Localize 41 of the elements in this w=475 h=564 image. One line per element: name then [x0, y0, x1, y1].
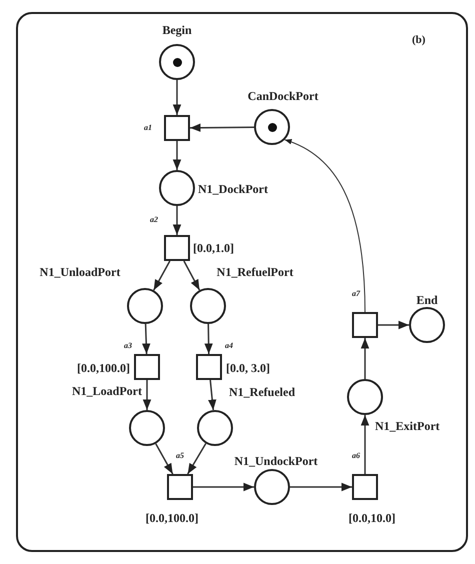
time-interval: [0.0,1.0] [193, 242, 234, 254]
time-interval: [0.0,100.0] [77, 362, 130, 374]
arc-arrow [155, 443, 174, 474]
place-label: N1_LoadPort [72, 385, 142, 397]
place-label: N1_UnloadPort [40, 266, 120, 278]
time-interval: [0.0, 3.0] [226, 362, 270, 374]
arc-arrow [187, 443, 206, 474]
place-label: N1_UndockPort [234, 455, 318, 467]
transition-label: a1 [144, 124, 152, 132]
transition-label: a6 [352, 452, 360, 460]
arc-arrow [208, 380, 216, 410]
arc-arrow [153, 260, 170, 291]
place-label: N1_DockPort [198, 183, 268, 195]
transition-label: a4 [225, 342, 233, 350]
transition-label: a3 [124, 342, 132, 350]
place-label: CanDockPort [248, 90, 318, 102]
place-label: N1_Refueled [229, 386, 295, 398]
arc-arrow [378, 320, 409, 330]
arc-arrow [172, 206, 182, 235]
arc-arrow [284, 139, 366, 312]
arc-arrow [142, 324, 150, 354]
place-label: End [416, 294, 438, 306]
time-interval: [0.0,10.0] [348, 512, 396, 524]
panel-label: (b) [412, 34, 426, 46]
transition-label: a7 [352, 290, 360, 298]
arc-arrow [204, 324, 213, 354]
arc-arrow [190, 124, 254, 132]
arc-arrow [360, 338, 370, 379]
place-label: Begin [162, 24, 192, 36]
time-interval: [0.0,100.0] [146, 512, 198, 524]
place-label: N1_ExitPort [375, 420, 440, 432]
arc-arrow [183, 260, 200, 290]
arc-arrow [360, 415, 370, 474]
arc-arrow [172, 80, 182, 115]
transition-label: a2 [150, 216, 158, 224]
arc-arrow [290, 482, 352, 492]
arc-arrow [142, 380, 152, 410]
place-label: N1_RefuelPort [216, 266, 294, 278]
arc-arrow [172, 141, 182, 170]
transition-label: a5 [176, 452, 184, 460]
arc-arrow [193, 482, 254, 492]
